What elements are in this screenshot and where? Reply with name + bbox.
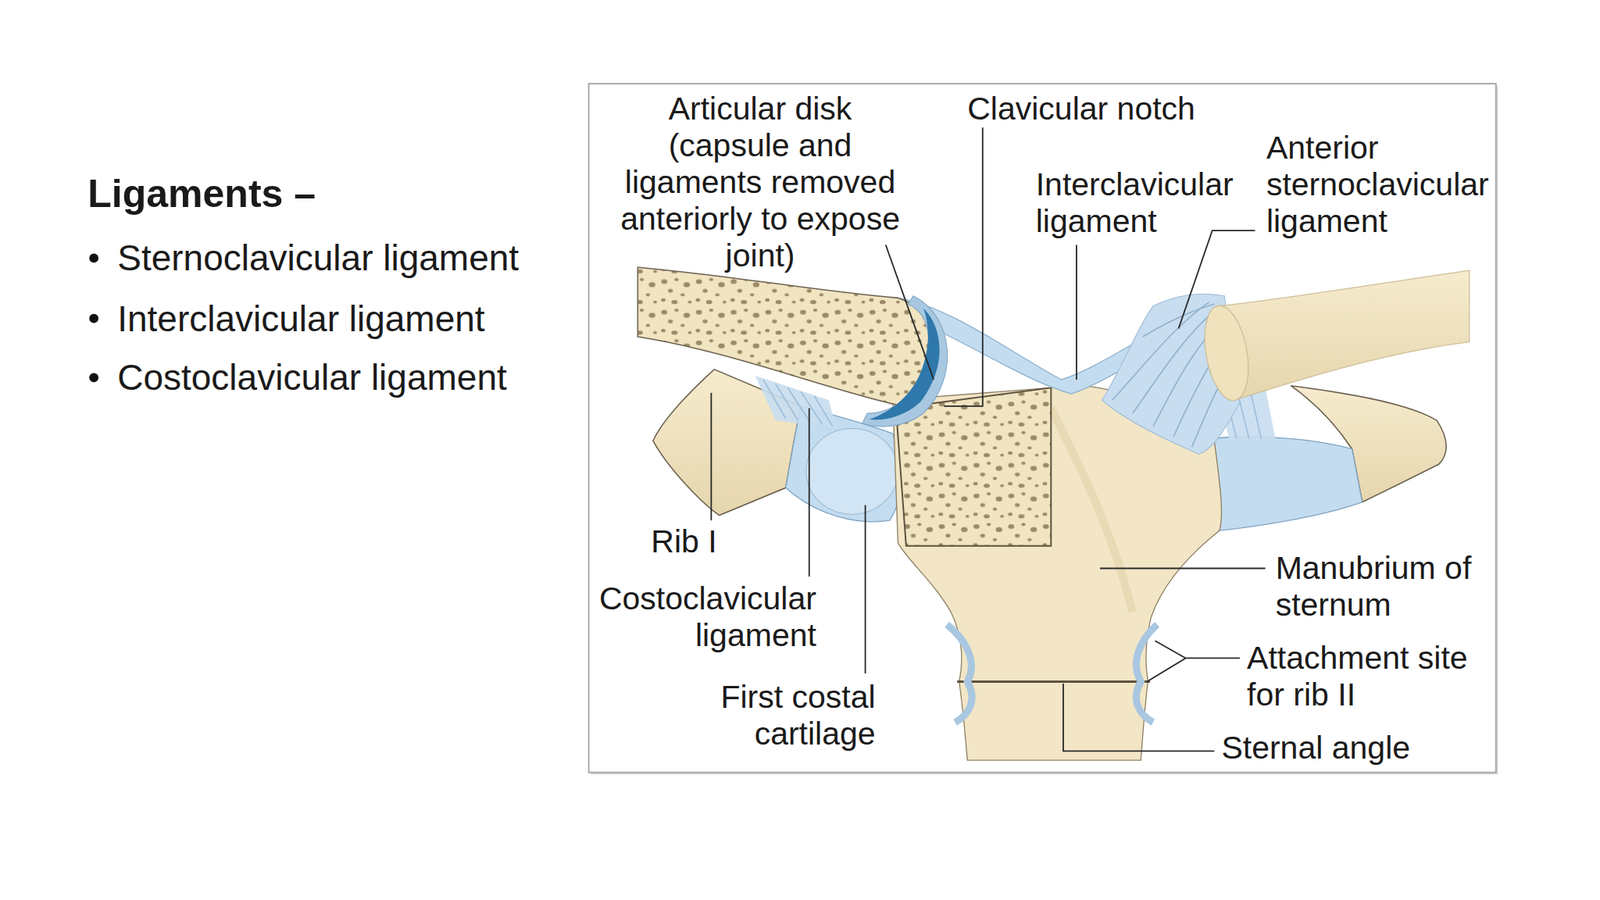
costal-cartilage-face xyxy=(806,428,899,515)
anatomy-label: First costal cartilage xyxy=(712,678,876,753)
leader-line xyxy=(710,392,712,521)
wrap-spacer xyxy=(903,164,933,201)
joint-capsule xyxy=(862,296,948,427)
leader-line xyxy=(885,244,934,379)
leader-line xyxy=(1100,567,1266,570)
clavicle xyxy=(1219,270,1470,400)
rib-two-facet xyxy=(1135,624,1158,722)
leader-line xyxy=(1155,640,1186,658)
ligament-fibres xyxy=(763,379,833,427)
leader-line xyxy=(1063,683,1215,751)
leader-line xyxy=(943,127,983,407)
anatomy-label: Manubrium of sternum xyxy=(1275,550,1496,624)
anatomy-label: Sternal angle xyxy=(1221,729,1411,767)
leader-line xyxy=(1075,244,1078,379)
bullet-dot xyxy=(89,253,99,264)
costal-cartilage xyxy=(1207,436,1362,531)
bullet-dot xyxy=(89,372,99,383)
bullet-item: Costoclavicular ligament xyxy=(117,353,508,401)
wrap-spacer xyxy=(887,90,932,128)
leader-line xyxy=(808,407,811,577)
sternal-angle-line xyxy=(957,680,1150,683)
anatomy-label: Attachment site for rib II xyxy=(1246,639,1487,714)
bone-shading xyxy=(1050,407,1133,612)
sternal-body xyxy=(959,681,1149,761)
wrap-spacer xyxy=(589,90,633,128)
wrap-spacer xyxy=(589,164,618,201)
anatomy-label: Interclavicular ligament xyxy=(1035,166,1256,240)
clavicle-end xyxy=(1198,302,1256,404)
anatomy-label: Rib I xyxy=(650,523,717,561)
articular-disk xyxy=(869,307,940,420)
leader-line xyxy=(1146,657,1240,682)
leader-line xyxy=(864,505,867,675)
leader-line xyxy=(1178,230,1256,329)
anatomy-label: Anterior sternoclavicular ligament xyxy=(1266,129,1511,240)
bullet-item: Interclavicular ligament xyxy=(117,295,485,343)
clavicle xyxy=(637,267,934,407)
anatomy-label: Articular disk (capsule and ligaments re… xyxy=(589,90,933,275)
slide-title: Ligaments – xyxy=(87,170,316,218)
rib-two-facet xyxy=(946,624,972,722)
bullet-item: Sternoclavicular ligament xyxy=(117,234,519,282)
bullet-dot xyxy=(89,314,99,324)
anatomy-label: Clavicular notch xyxy=(967,90,1196,128)
anatomy-label: Costoclavicular ligament xyxy=(576,580,817,654)
